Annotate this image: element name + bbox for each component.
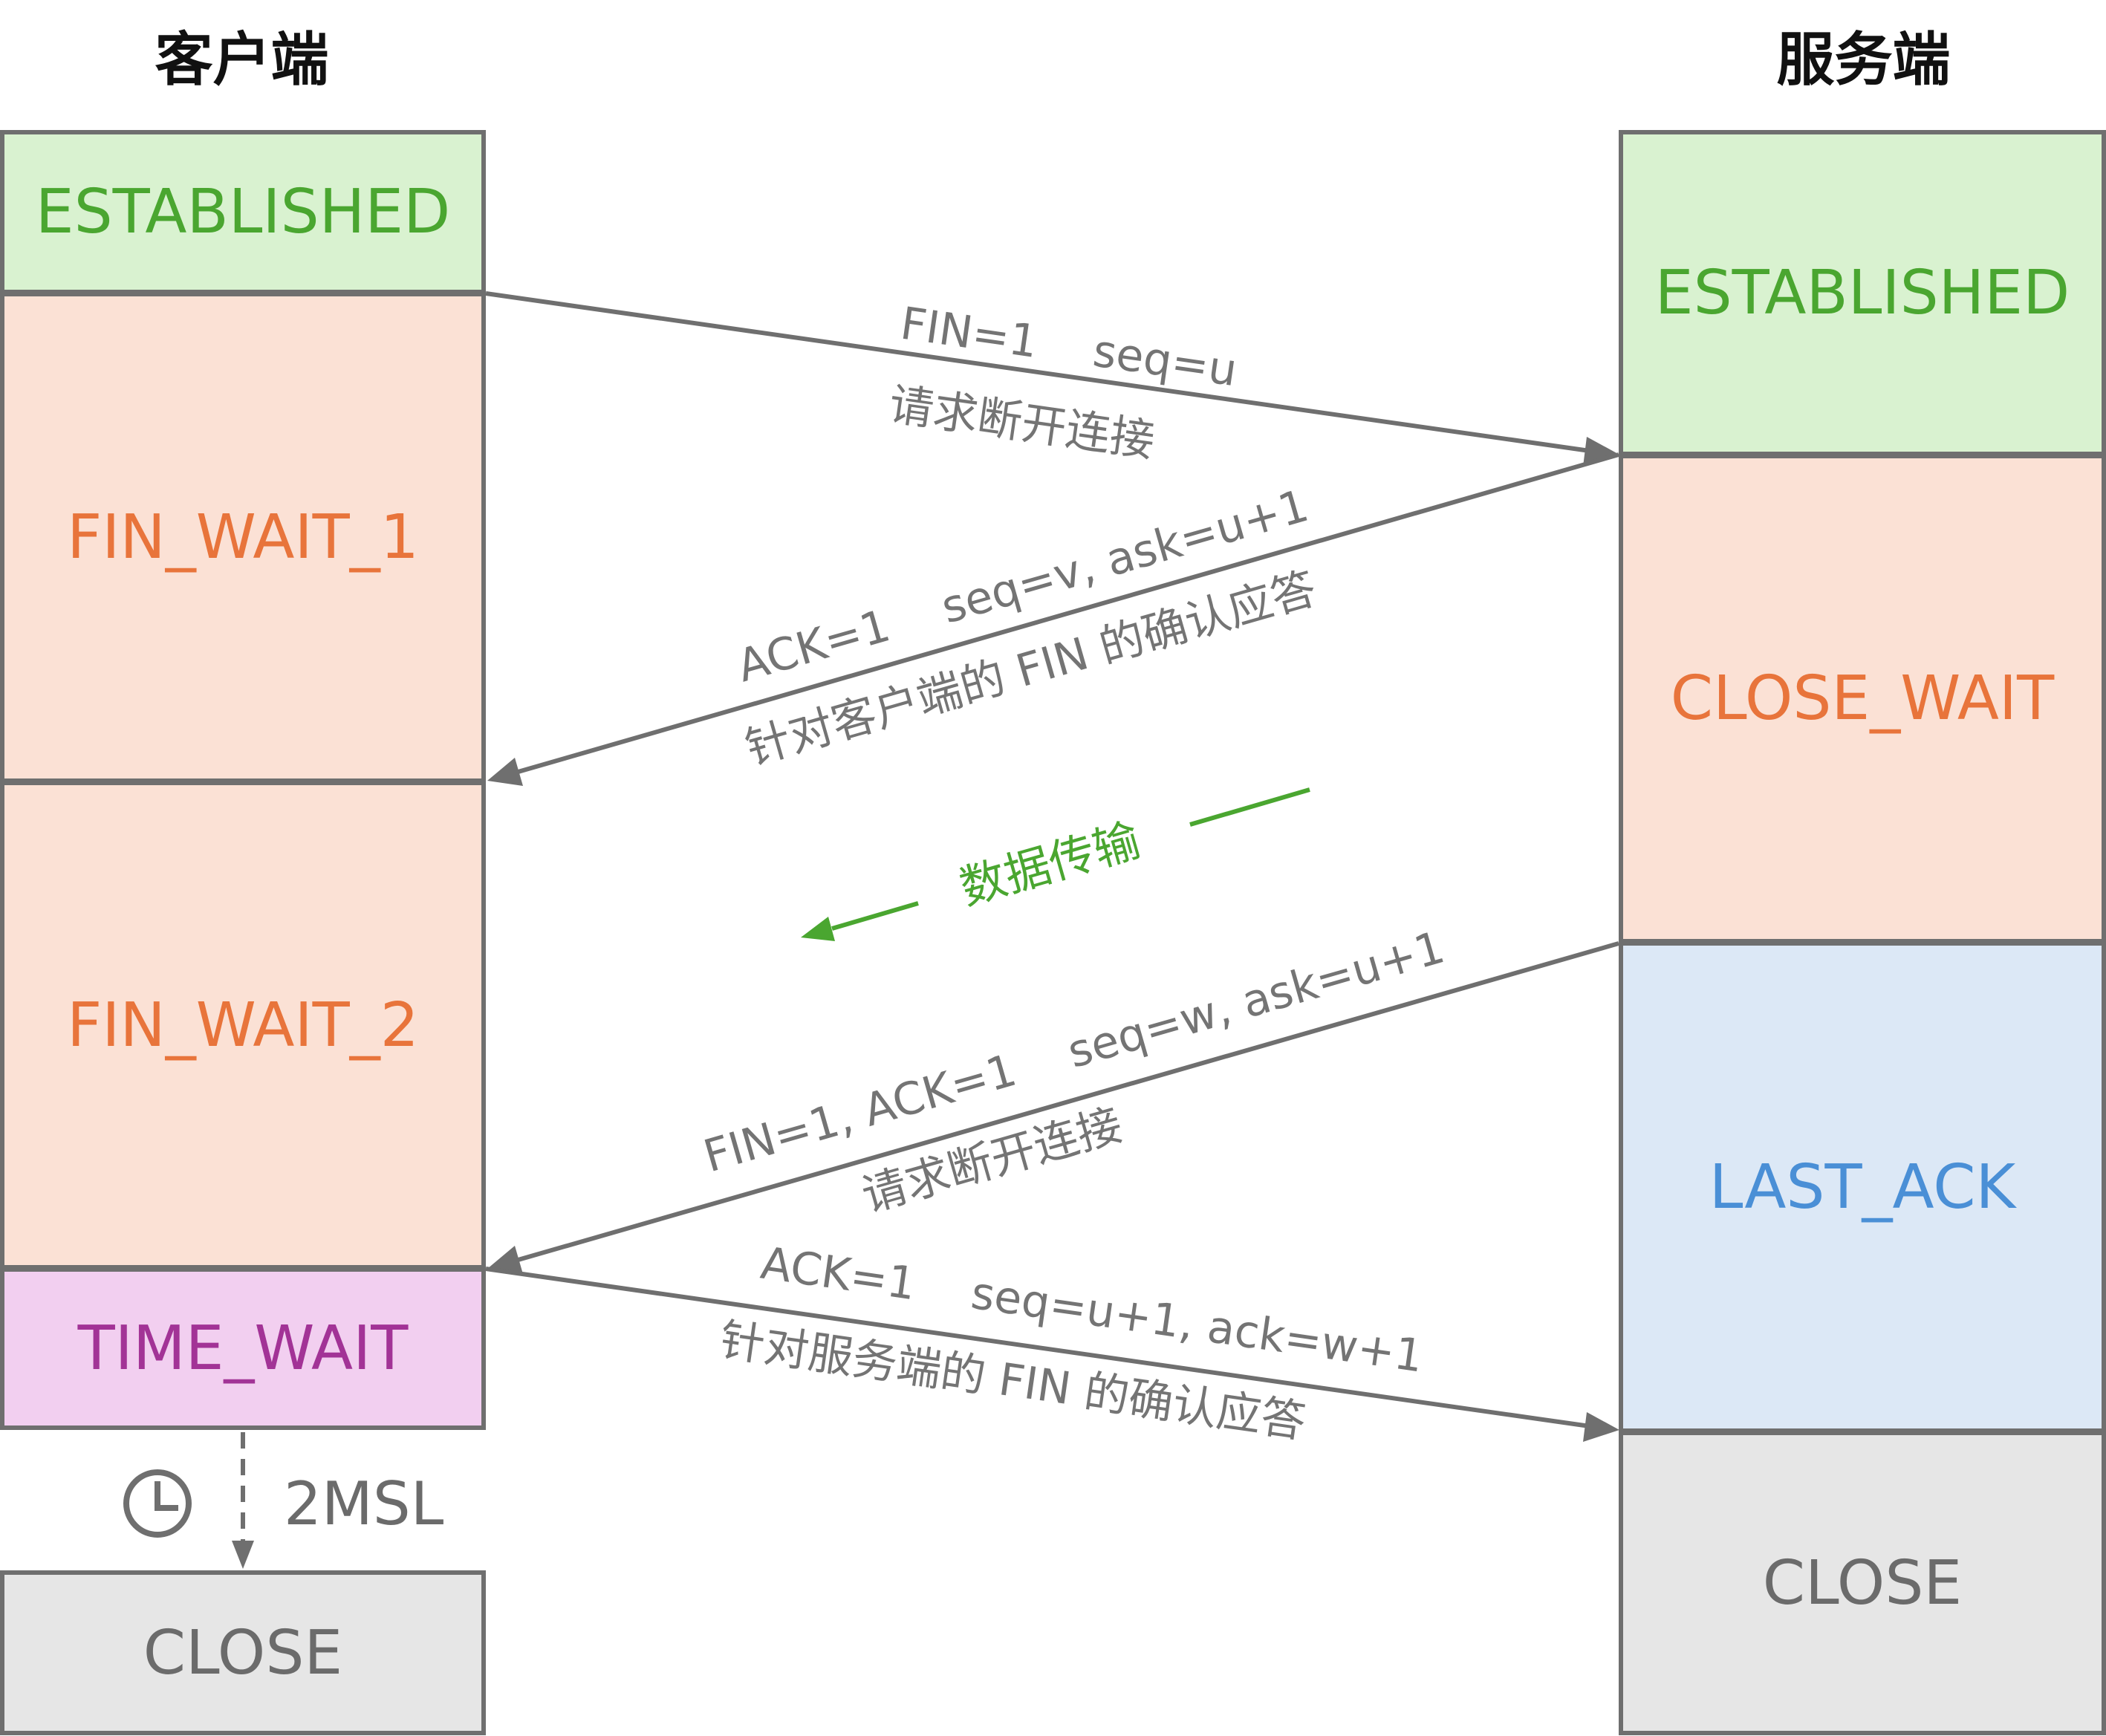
server-state-established: ESTABLISHED [1619,130,2106,456]
arrow-ack-server-to-client [515,452,1619,775]
arrow-fin-client-to-server [485,291,1590,453]
message-1-line1: FIN=1 seq=u [897,298,1241,397]
client-state-close: CLOSE [0,1570,486,1735]
clock-icon [123,1469,192,1538]
message-1-line2: 请求断开连接 [885,378,1157,467]
arrowhead [1583,1412,1619,1442]
data-transfer-label: 数据传输 [954,813,1146,916]
server-state-close: CLOSE [1619,1431,2106,1735]
client-title: 客户端 [155,27,329,94]
client-state-time-wait: TIME_WAIT [0,1267,486,1430]
arrowhead [801,917,835,941]
arrowhead [1583,437,1619,466]
data-transfer-arrow [831,901,919,931]
server-state-close-wait: CLOSE_WAIT [1619,454,2106,943]
server-title: 服务端 [1776,27,1951,94]
client-state-established: ESTABLISHED [0,130,486,294]
data-transfer-line-segment [1189,787,1310,827]
client-state-fin-wait-1: FIN_WAIT_1 [0,292,486,783]
arrow-fin-ack-server-to-client [515,941,1619,1263]
wait-duration-label: 2MSL [284,1469,444,1538]
server-state-last-ack: LAST_ACK [1619,941,2106,1433]
arrowhead [232,1541,254,1569]
arrowhead [487,1246,523,1274]
arrowhead [487,758,523,786]
arrow-ack-client-to-server [485,1267,1590,1428]
